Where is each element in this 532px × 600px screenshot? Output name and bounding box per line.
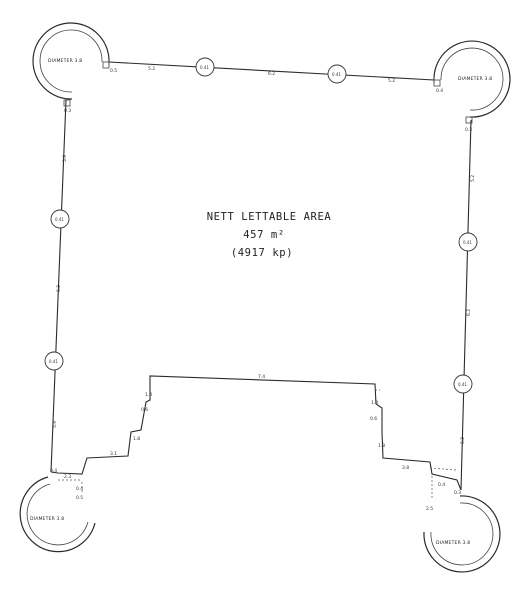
tower-ne-arc (433, 40, 511, 118)
svg-text:0.5: 0.5 (110, 68, 117, 74)
area-metric: 457 m² (243, 229, 285, 241)
svg-text:0.41: 0.41 (332, 72, 341, 77)
tower-se-label: DIAMETER 3.8 (436, 540, 470, 546)
svg-text:1.9: 1.9 (371, 400, 378, 406)
wall-right (460, 119, 472, 491)
tower-nw: DIAMETER 3.8 (32, 22, 110, 100)
tower-ne-label: DIAMETER 3.8 (458, 76, 492, 82)
tower-sw-label: DIAMETER 3.8 (30, 516, 64, 522)
columns: 0.41 0.41 0.41 0.41 0.41 0.41 (44, 57, 478, 394)
svg-text:0.3: 0.3 (465, 127, 472, 133)
tower-ne: DIAMETER 3.8 (433, 40, 511, 118)
tower-nw-inner-arc (39, 29, 103, 93)
svg-text:7.4: 7.4 (258, 374, 265, 380)
svg-text:5.2: 5.2 (460, 437, 466, 444)
svg-text:6.2: 6.2 (466, 309, 472, 316)
tower-se-inner-arc (430, 502, 494, 566)
svg-text:0.5: 0.5 (76, 495, 83, 501)
svg-text:0.3: 0.3 (64, 108, 71, 114)
svg-text:3.1: 3.1 (110, 451, 117, 457)
tower-nw-label: DIAMETER 3.8 (48, 58, 82, 64)
svg-text:0.3: 0.3 (454, 490, 461, 496)
walls (50, 58, 473, 500)
svg-text:5.2: 5.2 (148, 66, 155, 72)
svg-text:3.8: 3.8 (402, 465, 409, 471)
svg-text:5.2: 5.2 (470, 175, 476, 182)
tower-ne-inner-arc (440, 47, 504, 111)
svg-text:0.4: 0.4 (76, 486, 83, 492)
svg-text:5.9: 5.9 (52, 421, 58, 428)
tower-nw-arc (32, 22, 110, 100)
dimensions: 0.5 5.2 6.2 5.2 0.4 0.3 5.9 6.2 5.9 0.4 … (50, 66, 476, 512)
svg-text:5.2: 5.2 (388, 78, 395, 84)
svg-text:1.8: 1.8 (378, 443, 385, 449)
svg-text:0.6: 0.6 (141, 407, 148, 413)
column-top-left (195, 57, 215, 77)
svg-text:0.6: 0.6 (370, 416, 377, 422)
svg-text:0.4: 0.4 (438, 482, 445, 488)
svg-text:5.9: 5.9 (62, 155, 68, 162)
svg-text:1.8: 1.8 (133, 436, 140, 442)
svg-text:6.2: 6.2 (56, 285, 62, 292)
column-left-upper (50, 209, 70, 229)
wall-bottom (50, 375, 462, 491)
tower-sw-inner-arc (26, 483, 89, 546)
tower-sw-arc (19, 476, 96, 553)
area-title: NETT LETTABLE AREA (207, 211, 332, 223)
column-right-lower (453, 374, 473, 394)
wall-left (50, 99, 67, 473)
svg-text:0.41: 0.41 (463, 240, 472, 245)
area-label: NETT LETTABLE AREA 457 m² (4917 kp) (207, 211, 332, 259)
svg-text:1.4: 1.4 (145, 392, 152, 398)
tower-sw: DIAMETER 3.8 (19, 476, 96, 553)
svg-text:2.3: 2.3 (64, 474, 71, 480)
area-imperial: (4917 kp) (231, 247, 293, 259)
svg-text:0.4: 0.4 (436, 88, 443, 94)
svg-text:0.41: 0.41 (49, 359, 58, 364)
column-top-right (327, 64, 347, 84)
tower-se-arc (423, 495, 501, 573)
wall-top (108, 61, 435, 81)
column-right-upper (458, 232, 478, 252)
svg-text:0.41: 0.41 (200, 65, 209, 70)
svg-text:6.2: 6.2 (268, 71, 275, 77)
svg-text:0.41: 0.41 (55, 217, 64, 222)
svg-text:0.4: 0.4 (50, 468, 57, 474)
svg-text:2.5: 2.5 (426, 506, 433, 512)
tower-se: DIAMETER 3.8 (423, 495, 501, 573)
column-left-lower (44, 351, 64, 371)
svg-text:0.41: 0.41 (458, 382, 467, 387)
